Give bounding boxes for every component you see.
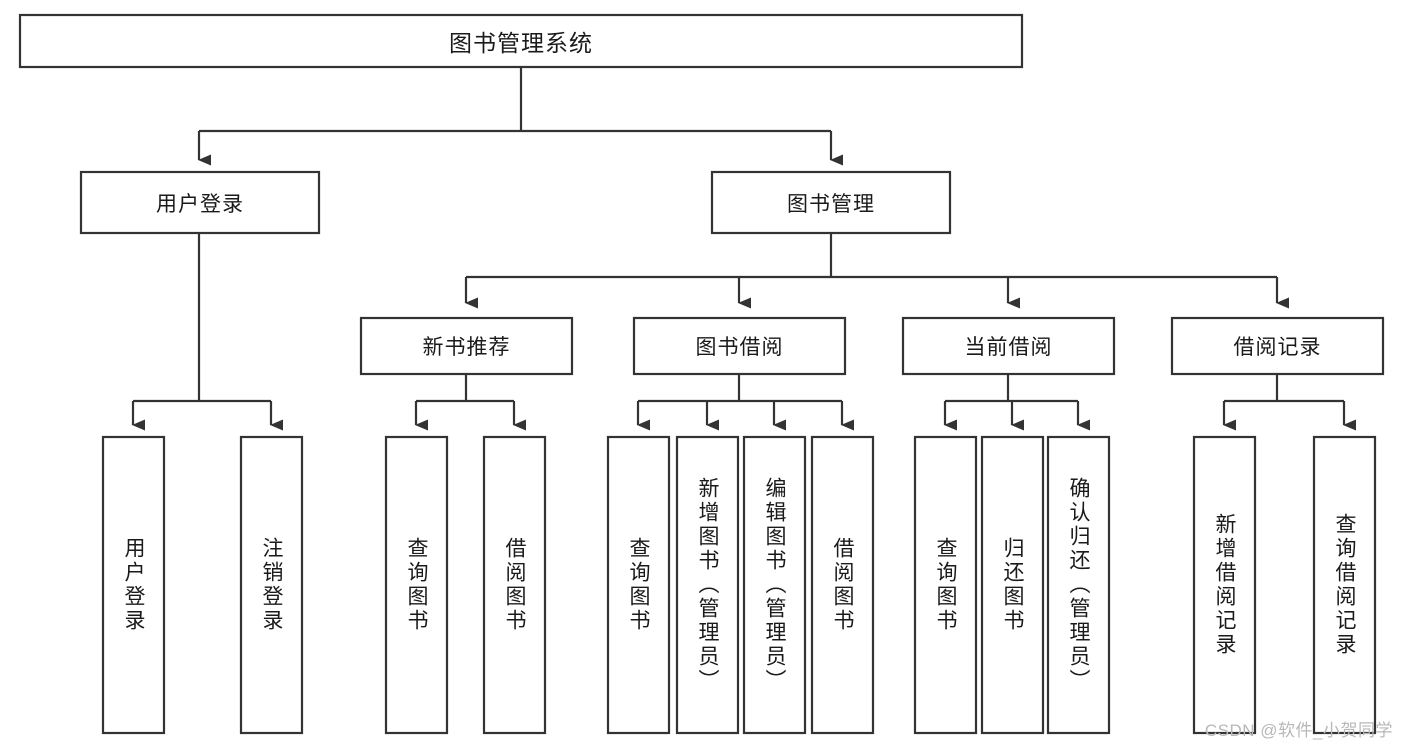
- node-box-leaf-query-record[interactable]: [1312, 435, 1377, 735]
- connector-group-book-borrow: [636, 375, 854, 431]
- node-box-leaf-borrow-book-2[interactable]: [810, 435, 875, 735]
- node-box-leaf-query-book-2[interactable]: [606, 435, 671, 735]
- node-box-leaf-add-record[interactable]: [1192, 435, 1257, 735]
- node-box-leaf-confirm-return[interactable]: [1046, 435, 1111, 735]
- connector-group-root: [197, 67, 843, 166]
- node-box-leaf-user-login[interactable]: [101, 435, 166, 735]
- node-box-leaf-user-logout[interactable]: [239, 435, 304, 735]
- node-box-leaf-edit-book[interactable]: [742, 435, 807, 735]
- connector-group-book-mgmt: [464, 233, 1289, 309]
- node-box-current-borrow[interactable]: [901, 316, 1116, 376]
- node-box-new-book-rec[interactable]: [359, 316, 574, 376]
- node-box-book-mgmt[interactable]: [710, 170, 952, 235]
- node-box-user-login[interactable]: [79, 170, 321, 235]
- node-box-book-borrow[interactable]: [632, 316, 847, 376]
- connector-group-new-book-rec: [414, 375, 526, 431]
- node-box-leaf-add-book[interactable]: [675, 435, 740, 735]
- node-box-borrow-record[interactable]: [1170, 316, 1385, 376]
- node-box-leaf-return-book[interactable]: [980, 435, 1045, 735]
- node-box-leaf-query-book-1[interactable]: [384, 435, 449, 735]
- node-box-leaf-query-book-3[interactable]: [913, 435, 978, 735]
- node-box-root[interactable]: [18, 13, 1024, 69]
- node-box-leaf-borrow-book-1[interactable]: [482, 435, 547, 735]
- connector-group-borrow-record: [1222, 375, 1356, 431]
- connector-group-user-login: [131, 233, 283, 431]
- connector-group-current-borrow: [943, 375, 1090, 431]
